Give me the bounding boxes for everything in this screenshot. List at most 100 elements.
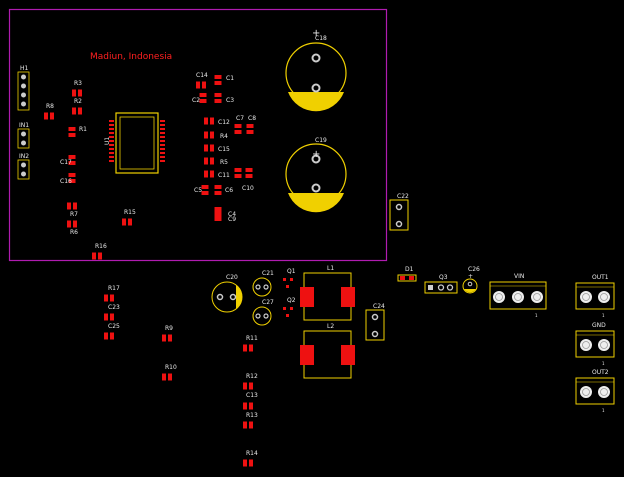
svg-text:R4: R4 xyxy=(220,133,228,140)
svg-text:C5: C5 xyxy=(194,187,202,194)
capacitor-c11[interactable]: C11 xyxy=(204,170,230,180)
svg-text:Q2: Q2 xyxy=(287,297,296,304)
resistor-r10[interactable]: R10 xyxy=(162,364,177,381)
capacitor-c23[interactable]: C23 xyxy=(104,304,120,321)
resistor-r15[interactable]: R15 xyxy=(122,209,136,226)
svg-text:1: 1 xyxy=(602,408,605,413)
svg-text:D1: D1 xyxy=(405,266,414,273)
transistor-q1[interactable]: Q1 xyxy=(283,268,296,288)
svg-text:R17: R17 xyxy=(108,285,120,292)
resistor-r14[interactable]: R14 xyxy=(243,450,258,467)
svg-text:C3: C3 xyxy=(226,97,234,104)
svg-text:C14: C14 xyxy=(196,72,208,79)
svg-text:OUT1: OUT1 xyxy=(592,274,609,281)
diode-d1[interactable]: D1 xyxy=(397,266,417,282)
svg-text:C22: C22 xyxy=(397,193,409,200)
capacitor-c21[interactable]: C21 xyxy=(252,270,274,297)
svg-text:C18: C18 xyxy=(315,35,327,42)
svg-text:C19: C19 xyxy=(315,137,327,144)
inductor-l2[interactable]: L2 xyxy=(300,323,355,379)
svg-text:C1: C1 xyxy=(226,75,234,82)
svg-text:U1: U1 xyxy=(104,137,111,145)
svg-text:C15: C15 xyxy=(218,146,230,153)
svg-text:C17: C17 xyxy=(60,159,72,166)
resistor-r12[interactable]: R12 xyxy=(243,373,258,390)
resistor-r17[interactable]: R17 xyxy=(104,285,120,302)
svg-text:IN1: IN1 xyxy=(19,122,29,129)
capacitor-c25[interactable]: C25 xyxy=(104,323,120,340)
capacitor-c8[interactable]: C8 xyxy=(246,115,257,134)
svg-text:R16: R16 xyxy=(95,243,107,250)
terminal-vin[interactable]: VIN 1 xyxy=(489,273,547,318)
svg-text:C11: C11 xyxy=(218,172,230,179)
resistor-r7[interactable]: R7 xyxy=(67,202,78,219)
svg-text:C24: C24 xyxy=(373,303,385,310)
svg-text:R6: R6 xyxy=(70,229,78,236)
svg-text:VIN: VIN xyxy=(514,273,524,280)
resistor-r2[interactable]: R2 xyxy=(72,98,82,115)
svg-text:GND: GND xyxy=(592,322,606,329)
transistor-q2[interactable]: Q2 xyxy=(283,297,296,317)
terminal-gnd[interactable]: GND 1 xyxy=(575,322,615,366)
inductor-l1[interactable]: L1 xyxy=(300,265,355,321)
resistor-r6[interactable]: R6 xyxy=(67,220,78,237)
capacitor-c3[interactable]: C3 xyxy=(214,93,235,104)
transistor-q3[interactable]: Q3 xyxy=(424,274,458,294)
svg-text:R5: R5 xyxy=(220,159,228,166)
capacitor-c22[interactable]: C22 xyxy=(389,193,409,231)
terminal-out2[interactable]: OUT2 1 xyxy=(575,369,615,413)
resistor-r8[interactable]: R8 xyxy=(44,103,54,120)
svg-text:C9: C9 xyxy=(228,216,236,223)
resistor-r4[interactable]: R4 xyxy=(204,131,228,141)
svg-text:C8: C8 xyxy=(248,115,256,122)
svg-text:R9: R9 xyxy=(165,325,173,332)
svg-text:R8: R8 xyxy=(46,103,54,110)
svg-text:H1: H1 xyxy=(20,65,29,72)
header-in2[interactable]: IN2 xyxy=(17,153,30,180)
resistor-r5[interactable]: R5 xyxy=(204,157,228,167)
header-in1[interactable]: IN1 xyxy=(17,122,30,149)
capacitor-c13[interactable]: C13 xyxy=(243,392,258,410)
ic-u1[interactable]: U1 xyxy=(104,112,165,174)
capacitor-c6[interactable]: C6 xyxy=(214,185,234,195)
capacitor-c26[interactable]: C26 + xyxy=(462,266,480,294)
capacitor-c16[interactable]: C16 xyxy=(60,173,76,185)
svg-text:OUT2: OUT2 xyxy=(592,369,609,376)
capacitor-c12[interactable]: C12 xyxy=(204,117,230,127)
resistor-r16[interactable]: R16 xyxy=(92,243,107,260)
resistor-r13[interactable]: R13 xyxy=(243,412,258,429)
capacitor-c10[interactable]: C10 xyxy=(234,168,255,192)
capacitor-c7[interactable]: C7 xyxy=(234,115,245,134)
board-outline xyxy=(8,8,388,262)
svg-text:R13: R13 xyxy=(246,412,258,419)
header-h1[interactable]: H1 xyxy=(17,65,30,111)
capacitor-c4[interactable]: C4 xyxy=(214,211,237,221)
capacitor-c1[interactable]: C1 xyxy=(214,75,235,85)
capacitor-c24[interactable]: C24 xyxy=(365,303,385,341)
svg-text:IN2: IN2 xyxy=(19,153,29,160)
capacitor-c27[interactable]: C27 xyxy=(252,299,274,326)
svg-text:L1: L1 xyxy=(327,265,334,272)
resistor-r11[interactable]: R11 xyxy=(243,335,258,352)
capacitor-c15[interactable]: C15 xyxy=(204,144,230,154)
resistor-r3[interactable]: R3 xyxy=(72,80,82,97)
terminal-out1[interactable]: OUT1 1 xyxy=(575,274,615,318)
capacitor-c17[interactable]: C17 xyxy=(60,155,76,166)
svg-text:+: + xyxy=(468,273,473,280)
svg-text:L2: L2 xyxy=(327,323,334,330)
capacitor-c2[interactable]: C2 xyxy=(192,93,207,104)
capacitor-c9[interactable]: C9 xyxy=(214,207,237,223)
svg-text:1: 1 xyxy=(602,361,605,366)
svg-text:C16: C16 xyxy=(60,178,72,185)
resistor-r9[interactable]: R9 xyxy=(162,325,173,342)
capacitor-c18[interactable]: + C18 xyxy=(285,28,347,112)
capacitor-c19[interactable]: + C19 xyxy=(285,137,347,213)
capacitor-c5[interactable]: C5 xyxy=(194,185,209,195)
svg-text:C6: C6 xyxy=(225,187,233,194)
svg-text:R14: R14 xyxy=(246,450,258,457)
resistor-r1[interactable]: R1 xyxy=(68,126,88,137)
capacitor-c20[interactable]: C20 xyxy=(211,274,243,313)
svg-text:R15: R15 xyxy=(124,209,136,216)
capacitor-c14[interactable]: C14 xyxy=(196,72,208,89)
